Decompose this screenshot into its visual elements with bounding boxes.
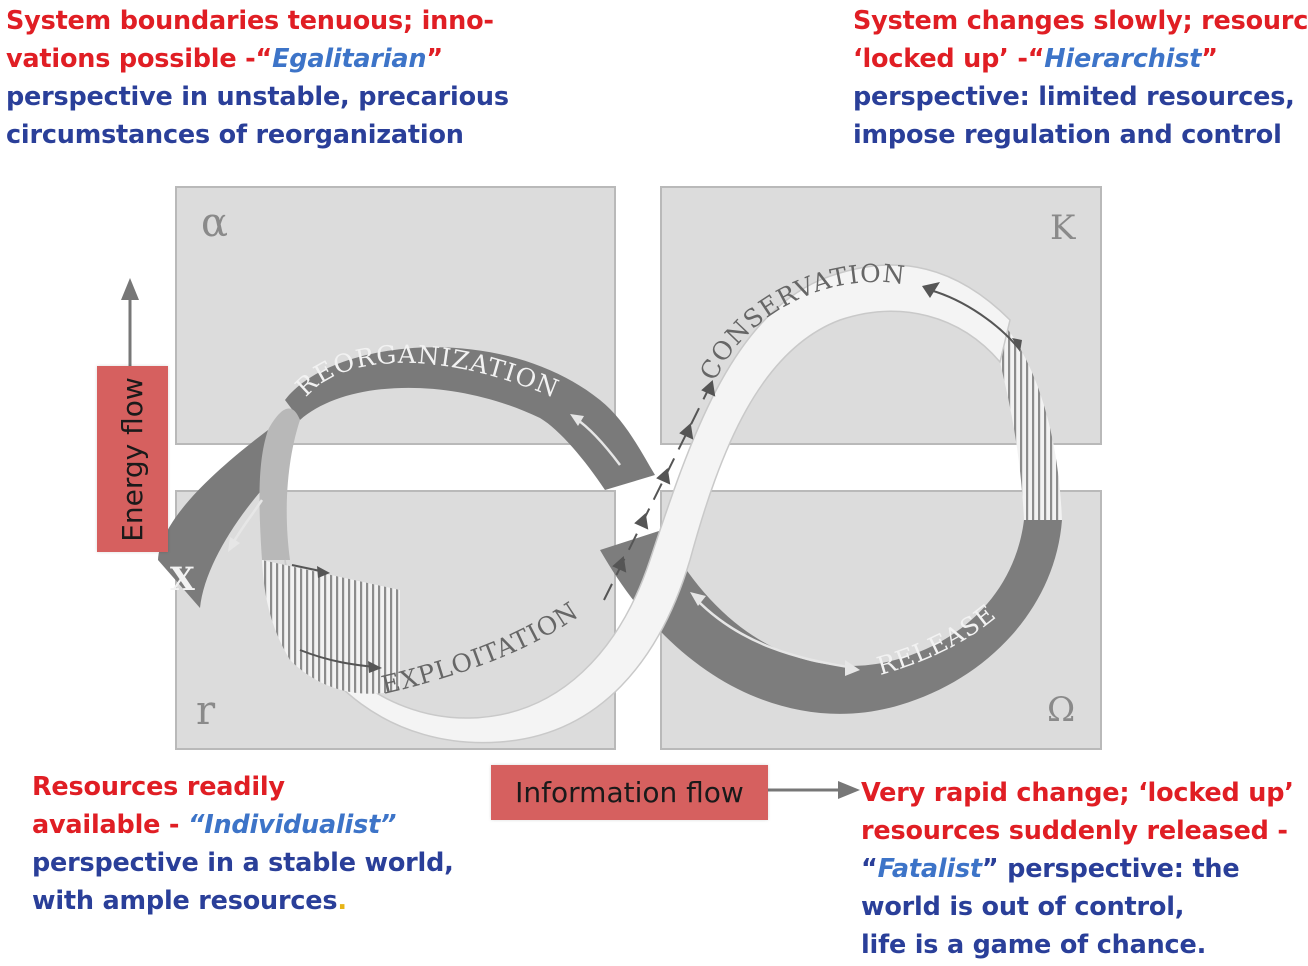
note-br-line-1: Very rapid change; ‘locked up’ xyxy=(861,778,1294,808)
quadrant-label-alpha: α xyxy=(201,200,229,246)
note-bl-line-3: perspective in a stable world, xyxy=(32,848,454,878)
note-bl-individualist: “Individualist” xyxy=(187,810,397,840)
conservation-arrow-trail xyxy=(603,380,716,601)
note-br-line-5: life is a game of chance. xyxy=(861,930,1207,960)
exploitation-conservation-band xyxy=(284,264,1011,744)
note-br-line-3c: ” perspective: the xyxy=(981,854,1240,884)
information-flow-box: Information flow xyxy=(491,765,768,820)
information-flow-label: Information flow xyxy=(515,776,744,809)
note-tl-egalitarian: Egalitarian xyxy=(272,44,427,74)
quadrant-label-k: K xyxy=(1050,208,1076,248)
note-tr-line-1: System changes slowly; resources xyxy=(853,6,1308,36)
exploitation-striped-block xyxy=(262,560,400,694)
release-striped-drop xyxy=(1000,322,1062,520)
note-br-line-4: world is out of control, xyxy=(861,892,1185,922)
note-bl-line-2: available - “Individualist” xyxy=(32,806,454,844)
note-bl-line-4a: with ample resources xyxy=(32,886,338,916)
note-tl-line-4: circumstances of reorganization xyxy=(6,120,464,150)
release-band xyxy=(600,520,1062,714)
conservation-end-arrowhead xyxy=(1012,338,1022,352)
note-tr-line-2c: ” xyxy=(1201,44,1218,74)
release-tail-mark xyxy=(845,660,860,676)
note-tr-line-3: perspective: limited resources, xyxy=(853,82,1295,112)
note-tl-line-2a: vations possible -“ xyxy=(6,44,273,74)
note-br-line-2: resources suddenly released - xyxy=(861,816,1288,846)
note-tl-line-2c: ” xyxy=(426,44,443,74)
conservation-tail-mark xyxy=(922,282,940,298)
release-arrow xyxy=(694,597,856,670)
note-tr-line-4: impose regulation and control xyxy=(853,120,1282,150)
quadrant-label-omega: Ω xyxy=(1047,690,1076,730)
note-tr-line-2a: ‘locked up’ -“ xyxy=(853,44,1045,74)
quadrant-label-r: r xyxy=(196,688,216,734)
conservation-end-arrow xyxy=(929,289,1021,351)
note-bl-line-1: Resources readily xyxy=(32,772,285,802)
note-tr-hierarchist: Hierarchist xyxy=(1044,44,1202,74)
exploitation-arrowhead-upper xyxy=(317,566,330,578)
note-br-line-3: “Fatalist” perspective: the xyxy=(861,850,1294,888)
reorganization-underside xyxy=(259,408,300,560)
release-arrowhead xyxy=(690,592,706,606)
note-bottom-right: Very rapid change; ‘locked up’ resources… xyxy=(861,774,1294,964)
x-arrowhead xyxy=(228,537,240,552)
energy-flow-box: Energy flow xyxy=(97,366,168,552)
note-br-line-3a: “ xyxy=(861,854,878,884)
note-tl-line-3: perspective in unstable, precarious xyxy=(6,82,509,112)
note-bl-line-2a: available - xyxy=(32,810,188,840)
energy-flow-label: Energy flow xyxy=(116,376,150,542)
phase-label-x: X xyxy=(170,560,195,598)
note-bottom-left: Resources readily available - “Individua… xyxy=(32,768,454,920)
tail-band-to-x xyxy=(158,430,290,608)
information-flow-arrowhead xyxy=(838,781,860,799)
note-bl-line-4b: . xyxy=(337,886,347,916)
energy-flow-arrowhead xyxy=(121,278,139,300)
note-tr-line-2: ‘locked up’ -“Hierarchist” xyxy=(853,40,1308,78)
note-top-right: System changes slowly; resources ‘locked… xyxy=(853,2,1308,154)
note-bl-line-4: with ample resources. xyxy=(32,882,454,920)
note-br-fatalist: Fatalist xyxy=(877,854,983,884)
exploitation-arrowhead-lower xyxy=(368,661,382,673)
note-tl-line-2: vations possible -“Egalitarian” xyxy=(6,40,509,78)
phase-label-exploitation: EXPLOITATION xyxy=(378,596,582,700)
note-top-left: System boundaries tenuous; inno- vations… xyxy=(6,2,509,154)
note-tl-line-1: System boundaries tenuous; inno- xyxy=(6,6,494,36)
reorganization-arrowhead xyxy=(570,414,584,426)
reorganization-band xyxy=(285,347,655,490)
svg-text:EXPLOITATION: EXPLOITATION xyxy=(378,596,583,700)
